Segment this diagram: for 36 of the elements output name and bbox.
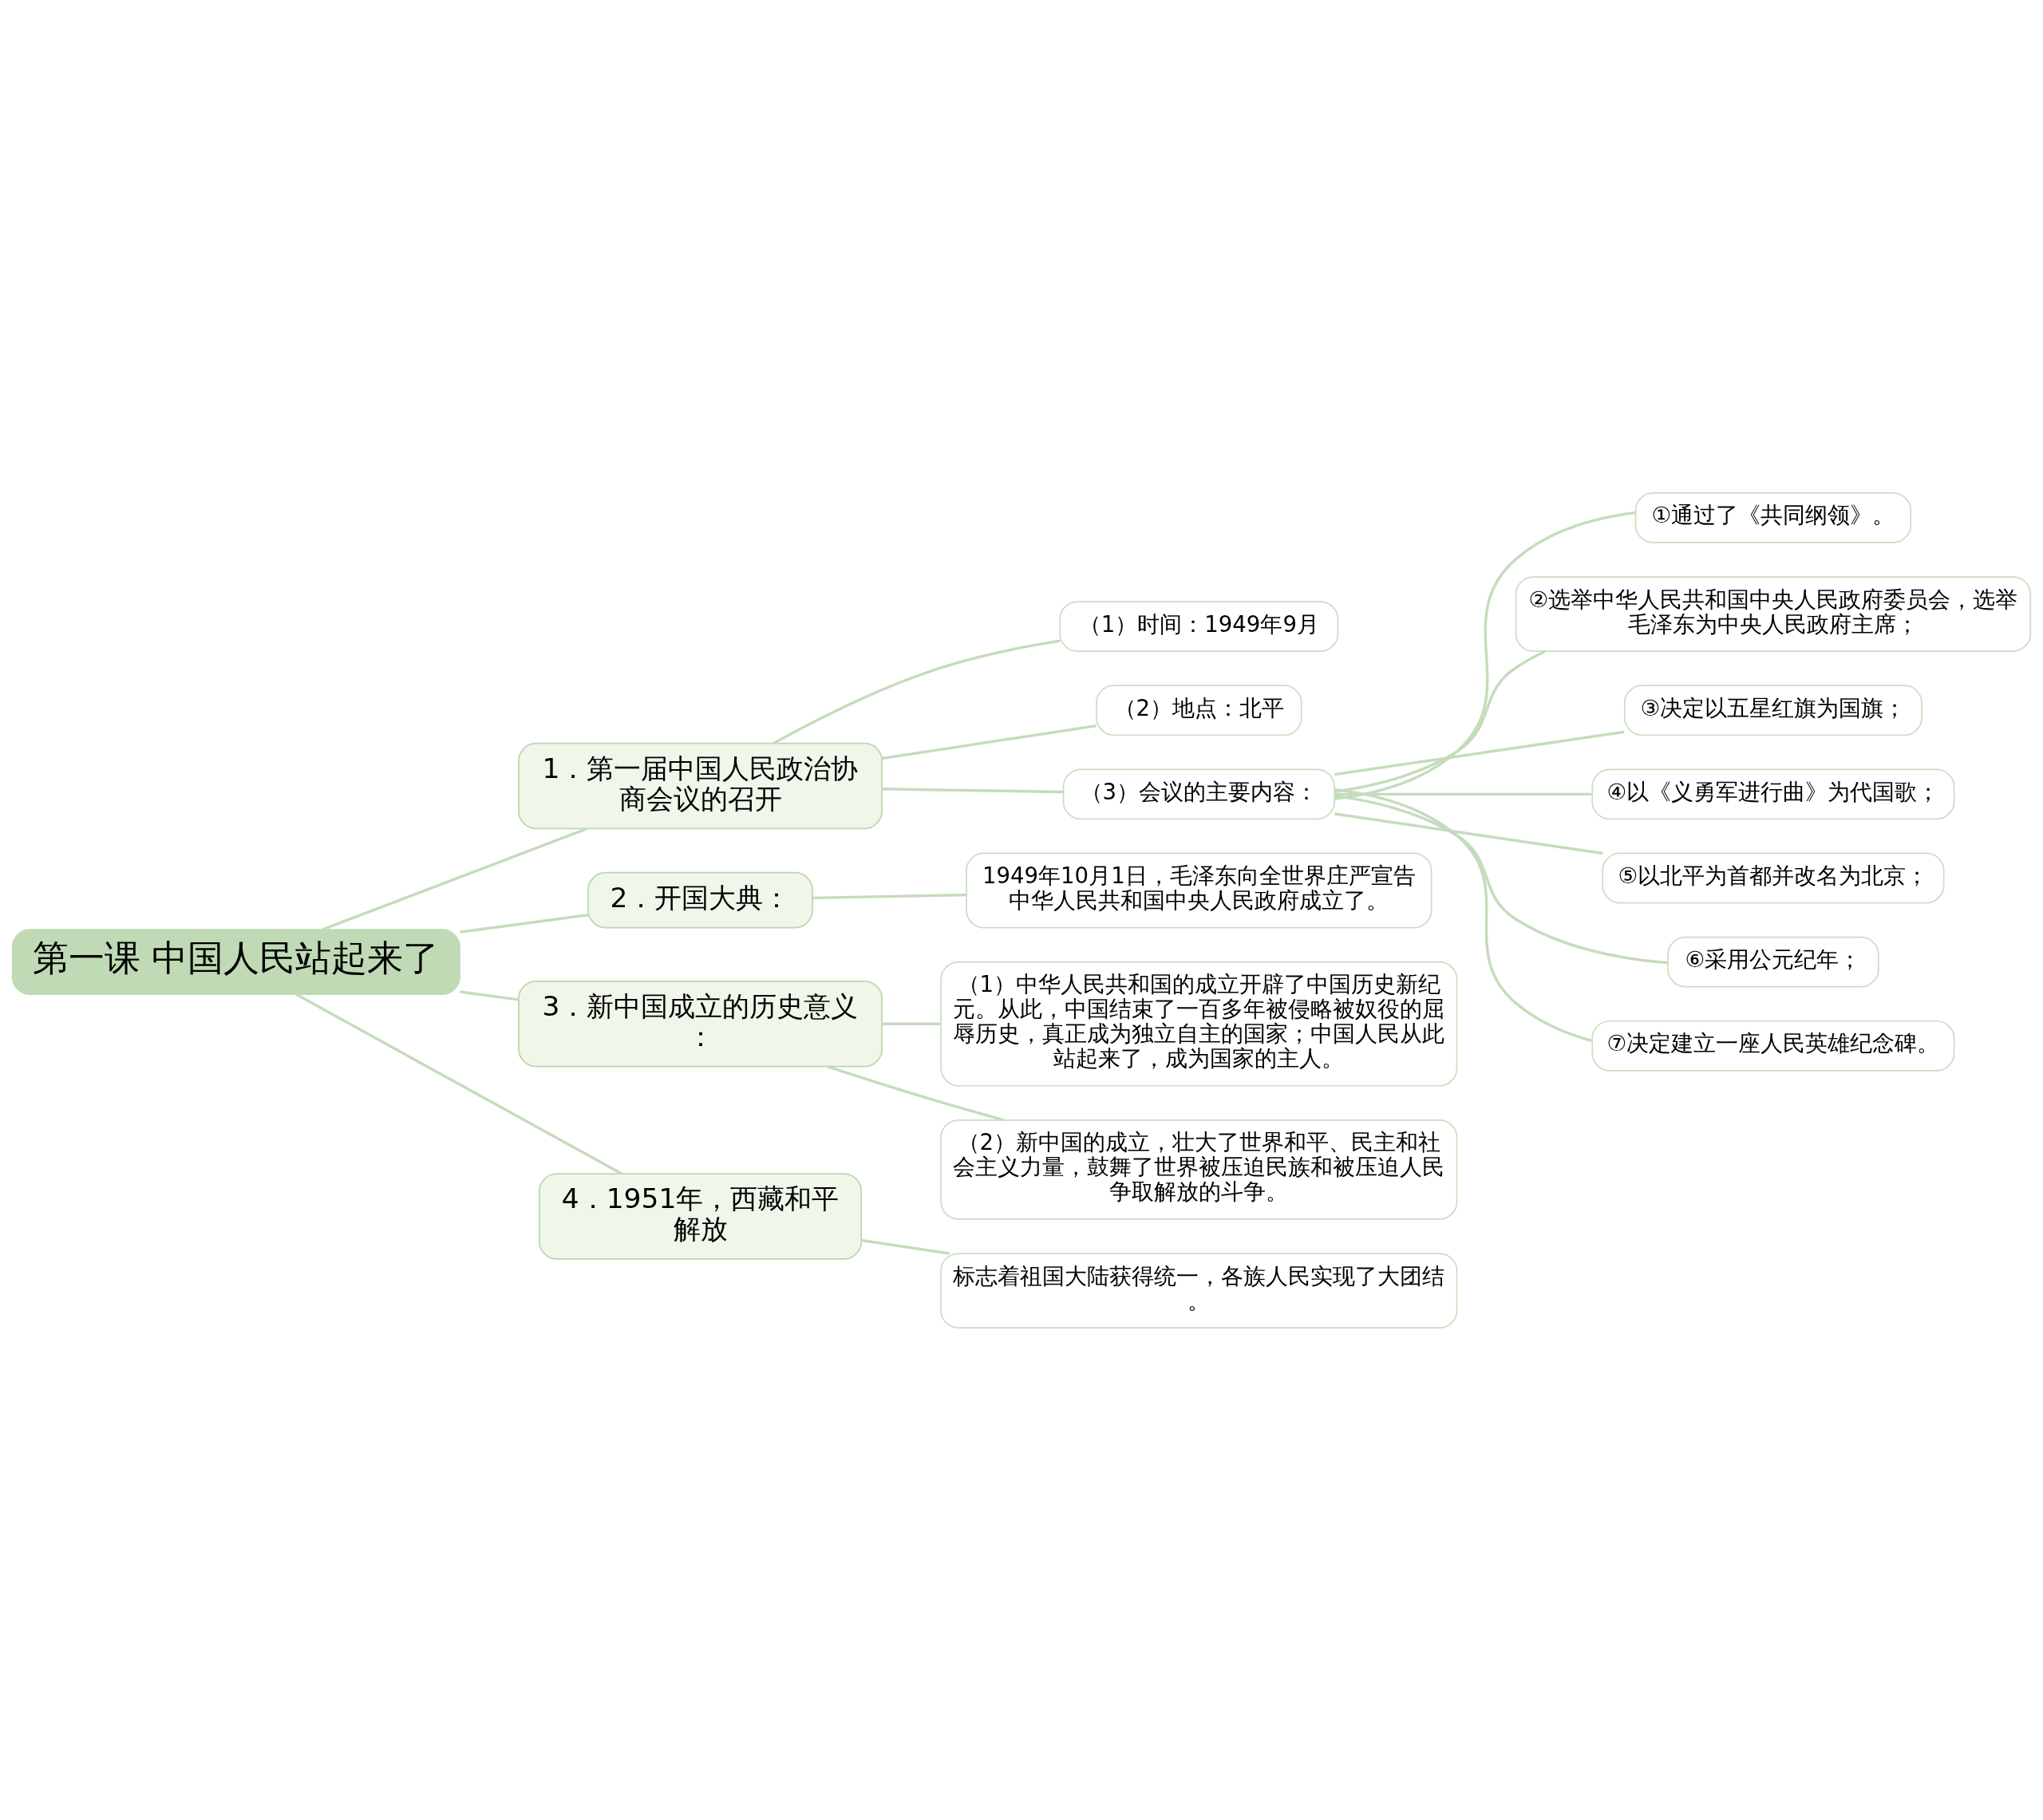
connector (460, 989, 519, 1001)
connector (882, 1021, 941, 1025)
node-box: （1）中华人民共和国的成立开辟了中国历史新纪元。从此，中国结束了一百多年被侵略被奴役的屈辱历史，真正成为独立自主的国家；中国人民从此站起来了，成为国家的主人。 (940, 961, 1458, 1087)
connector (812, 893, 967, 899)
node-box: ②选举中华人民共和国中央人民政府委员会，选举毛泽东为中央人民政府主席； (1515, 575, 2032, 652)
connector (1334, 511, 1636, 800)
node-box: ⑤以北平为首都并改名为北京； (1602, 852, 1945, 903)
node-box: ①通过了《共同纲领》。 (1634, 492, 1912, 543)
node-box: 1949年10月1日，毛泽东向全世界庄严宣告中华人民共和国中央人民政府成立了。 (966, 852, 1432, 928)
connector (1334, 811, 1603, 855)
connector (773, 638, 1061, 744)
connector (882, 787, 1064, 793)
node-box: 第一课 中国人民站起来了 (11, 928, 460, 995)
connector (322, 827, 587, 931)
node-box: 标志着祖国大陆获得统一，各族人民实现了大团结。 (940, 1252, 1458, 1328)
node-box: 1．第一届中国人民政治协商会议的召开 (518, 742, 883, 829)
node-box: （1）时间：1949年9月 (1059, 600, 1339, 652)
connector (861, 1238, 950, 1255)
node-box: （2）新中国的成立，壮大了世界和平、民主和社会主义力量，鼓舞了世界被压迫民族和被压迫人民争取解放的斗争。 (940, 1119, 1458, 1220)
connector (460, 913, 589, 934)
node-box: （3）会议的主要内容： (1062, 768, 1335, 819)
connector (1334, 730, 1625, 776)
node-box: ⑥采用公元纪年； (1667, 936, 1879, 987)
node-box: 3．新中国成立的历史意义： (518, 980, 883, 1067)
connector (1334, 792, 1592, 796)
node-box: 4．1951年，西藏和平解放 (539, 1172, 863, 1260)
node-box: ④以《义勇军进行曲》为代国歌； (1591, 768, 1955, 819)
node-box: （2）地点：北平 (1096, 684, 1302, 736)
connector (1334, 649, 1547, 793)
connector (1334, 788, 1593, 1042)
connector (1334, 794, 1668, 964)
node-box: ③决定以五星红旗为国旗； (1623, 684, 1922, 736)
node-box: ⑦决定建立一座人民英雄纪念碑。 (1591, 1020, 1955, 1072)
connector (295, 993, 622, 1175)
node-box: 2．开国大典： (587, 871, 813, 928)
connector (882, 724, 1097, 760)
